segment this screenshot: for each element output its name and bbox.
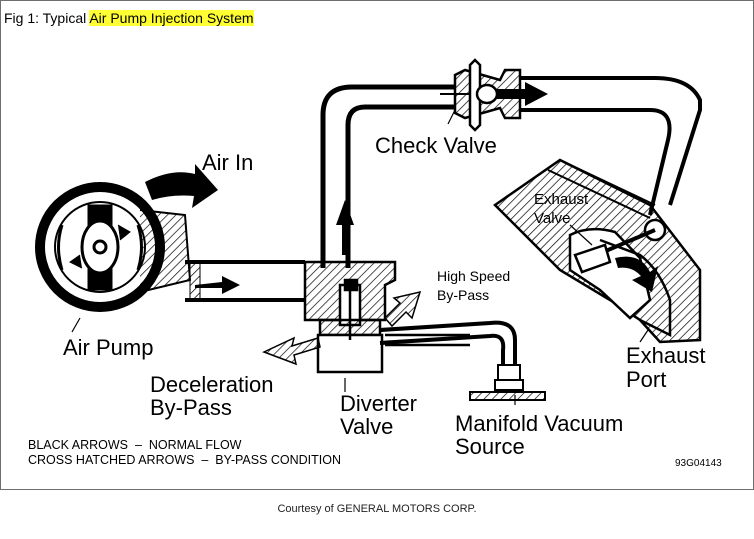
check-valve-arrow [497, 82, 548, 106]
air-in-arrow [145, 164, 218, 208]
label-air-in: Air In [202, 150, 253, 175]
label-high-speed-line1: High Speed [437, 268, 510, 284]
label-exhaust-valve-line2: Valve [534, 210, 570, 227]
diverter-valve [303, 260, 470, 374]
exhaust-port-leader [639, 329, 649, 343]
pump-outlet-hatch [189, 261, 201, 301]
air-pump-leader [71, 317, 81, 333]
label-high-speed-line2: By-Pass [437, 287, 489, 303]
supply-flow-arrow [336, 200, 354, 255]
vacuum-fitting [469, 364, 546, 401]
label-check-valve: Check Valve [375, 133, 497, 158]
figure-title-highlight: Air Pump Injection System [89, 10, 254, 26]
pump-outlet-pipe [185, 260, 305, 302]
credit-line: Courtesy of GENERAL MOTORS CORP. [277, 503, 477, 515]
exhaust-flow-arrow [615, 256, 658, 292]
air-supply-pipe [320, 84, 455, 268]
check-valve-leader [447, 109, 456, 125]
label-diverter-line1: Diverter [340, 391, 417, 416]
exhaust-feed-pipe [520, 76, 702, 216]
high-speed-bypass-arrow [383, 290, 422, 328]
label-diverter-line2: Valve [340, 414, 393, 439]
check-valve [440, 58, 522, 132]
deceleration-bypass-arrow [262, 336, 321, 366]
exhaust-valve-leader [569, 224, 593, 246]
air-pump [35, 182, 192, 312]
label-exhaust-valve-line1: Exhaust [534, 191, 589, 208]
figure-title: Fig 1: Typical Air Pump Injection System [4, 10, 254, 26]
legend-line2: CROSS HATCHED ARROWS – BY-PASS CONDITION [28, 453, 341, 467]
label-exhaust-port-line2: Port [626, 367, 666, 392]
label-exhaust-port-line1: Exhaust [626, 343, 706, 368]
label-manifold-line1: Manifold Vacuum [455, 411, 623, 436]
legend-line1: BLACK ARROWS – NORMAL FLOW [28, 438, 242, 452]
vacuum-line [379, 320, 517, 370]
figure-code: 93G04143 [675, 458, 722, 469]
label-deceleration-line2: By-Pass [150, 395, 232, 420]
pump-flow-arrow [195, 276, 240, 294]
label-deceleration-line1: Deceleration [150, 372, 274, 397]
figure-title-prefix: Fig 1: Typical [4, 10, 90, 26]
label-air-pump: Air Pump [63, 335, 153, 360]
exhaust-head [493, 158, 702, 344]
label-manifold-line2: Source [455, 434, 525, 459]
